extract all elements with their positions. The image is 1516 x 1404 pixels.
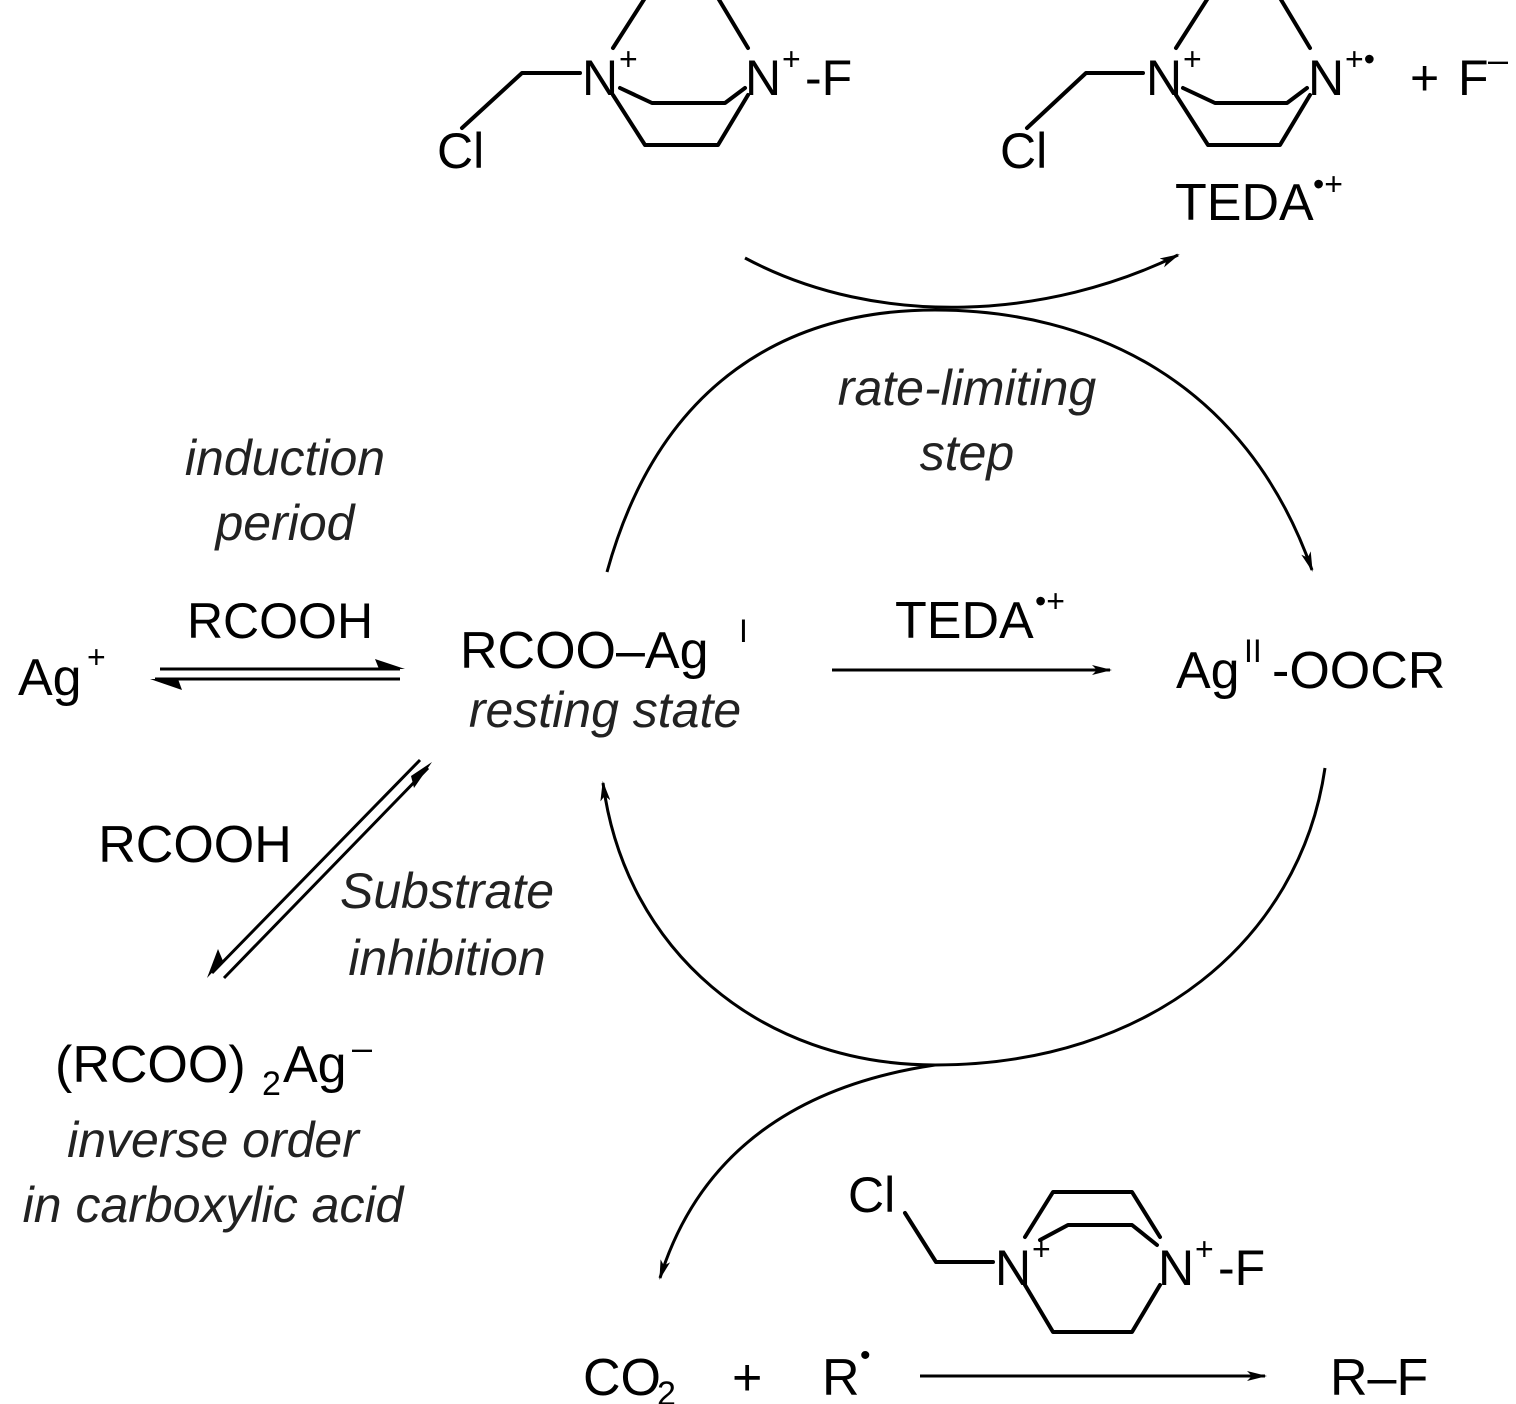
chlorine-label: Cl [437, 123, 484, 179]
induction-period-label: induction [185, 430, 385, 486]
rate-limiting-label: step [920, 425, 1015, 481]
fluorine-label: -F [805, 50, 852, 106]
charge-label: + [87, 639, 106, 675]
charge-label: + [1195, 1231, 1214, 1267]
silver-cation-label: Ag [18, 649, 82, 707]
resting-state-label: resting state [469, 682, 741, 738]
decarboxylation-arrow [658, 1063, 936, 1280]
rcooh-reagent-label: RCOOH [187, 593, 373, 649]
charge-label: – [1488, 39, 1508, 80]
inverse-order-label: in carboxylic acid [23, 1177, 406, 1233]
nitrogen-label: N [995, 1240, 1031, 1296]
charge-label: + [782, 41, 801, 77]
cycle-arc-bottom-arrow [600, 767, 1327, 1067]
charge-label: +• [1345, 41, 1375, 77]
nitrogen-label: N [745, 50, 781, 106]
disilver-complex-label: (RCOO) [55, 1036, 246, 1094]
fluorine-label: -F [1218, 1240, 1265, 1296]
charge-label: + [619, 41, 638, 77]
fluoride-label: F [1458, 50, 1489, 106]
chlorine-label: Cl [1000, 123, 1047, 179]
rate-limiting-label: rate-limiting [838, 360, 1097, 416]
charge-label: •+ [1035, 583, 1065, 619]
inverse-order-label: inverse order [67, 1112, 361, 1168]
alkyl-radical-label: R [822, 1349, 860, 1404]
teda-radical-top-right: Cl N + N +• + F – TEDA •+ [1000, 0, 1508, 232]
radical-dot: • [860, 1339, 871, 1372]
teda-oxidant-label: TEDA [895, 592, 1034, 650]
plus-sign: + [732, 1349, 762, 1404]
substrate-inhibition-label: inhibition [348, 930, 545, 986]
charge-label: – [352, 1027, 372, 1068]
plus-sign: + [1410, 50, 1439, 106]
nitrogen-label: N [1158, 1240, 1194, 1296]
rcooh-reagent-label: RCOOH [98, 816, 292, 874]
selectfluor-top-left: Cl N + N + -F [437, 0, 852, 179]
selectfluor-bottom: Cl N + N + -F [848, 1167, 1265, 1334]
carbon-dioxide-label: CO [583, 1349, 661, 1404]
charge-label: •+ [1313, 166, 1343, 202]
subscript-label: 2 [262, 1065, 281, 1103]
silver-carboxylate-label: RCOO–Ag [460, 622, 709, 680]
subscript-label: 2 [657, 1375, 676, 1404]
oxidation-state-label: II [1244, 633, 1262, 669]
nitrogen-label: N [1146, 50, 1182, 106]
reagent-consumption-arrow [744, 253, 1180, 309]
teda-label: TEDA [1175, 174, 1314, 232]
cycle-arc-top-arrow [605, 308, 1314, 573]
charge-label: + [1032, 1231, 1051, 1267]
equilibrium-arrow-horizontal [150, 659, 405, 690]
equilibrium-arrow-diagonal [207, 758, 432, 980]
charge-label: + [1183, 41, 1202, 77]
nitrogen-label: N [1308, 50, 1344, 106]
silver-ii-label: Ag [1176, 642, 1240, 700]
substrate-inhibition-label: Substrate [340, 863, 554, 919]
chlorine-label: Cl [848, 1167, 895, 1223]
oxidation-state-label: I [739, 613, 748, 649]
alkyl-fluoride-product-label: R–F [1330, 1349, 1428, 1404]
disilver-complex-label: Ag [283, 1036, 347, 1094]
nitrogen-label: N [582, 50, 618, 106]
induction-period-label: period [214, 495, 357, 551]
silver-ii-carboxylate-label: -OOCR [1272, 642, 1445, 700]
